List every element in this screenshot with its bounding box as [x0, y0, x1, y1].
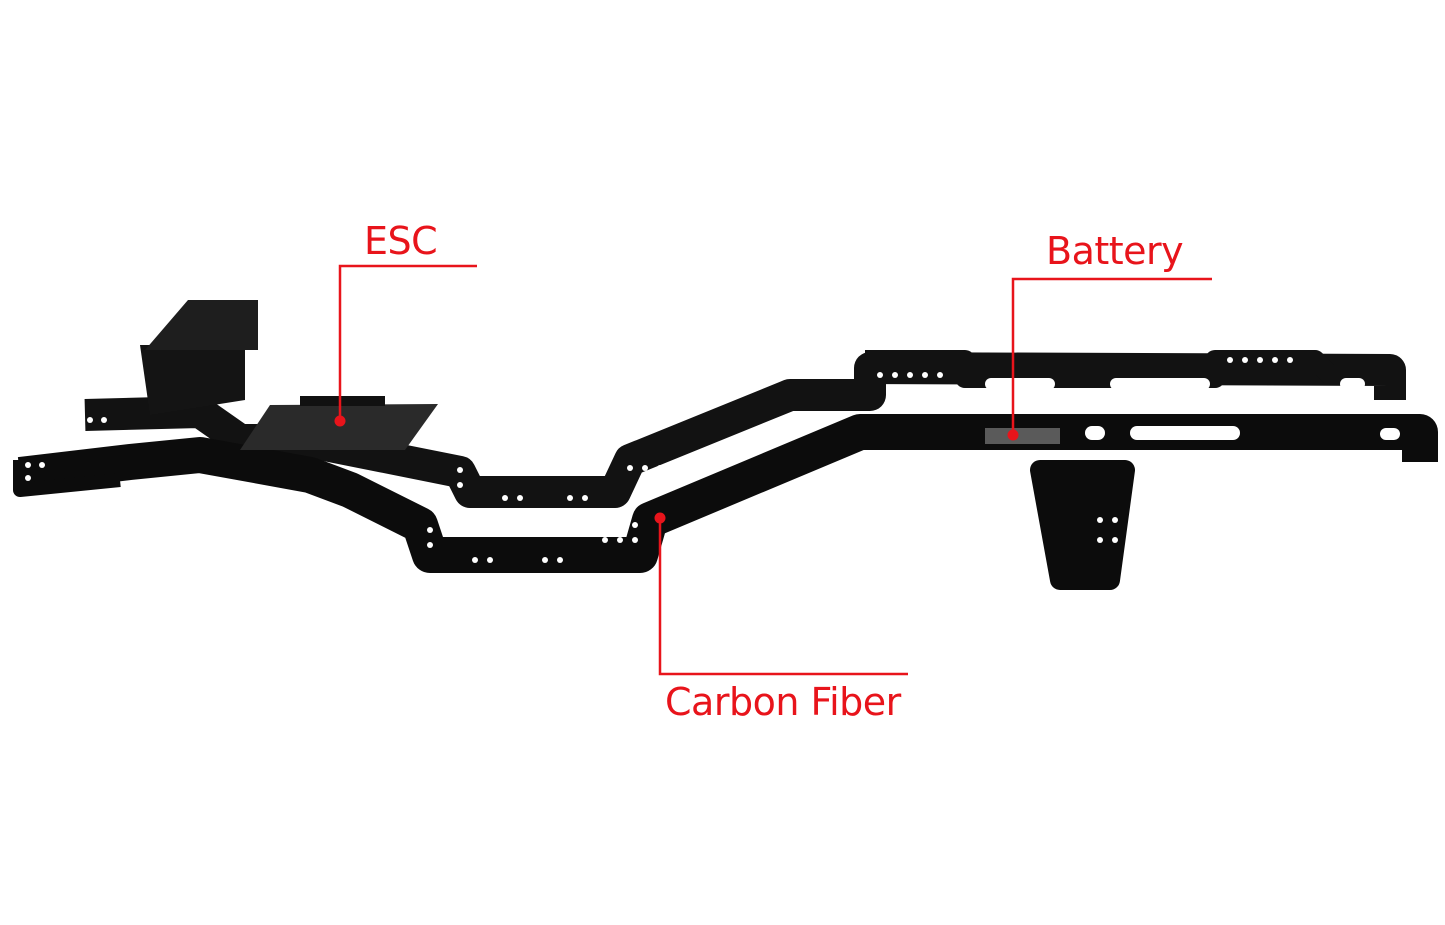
carbon-fiber-label: Carbon Fiber	[665, 680, 901, 724]
carbon-marker-dot	[654, 512, 666, 524]
carbon-leader-line	[658, 518, 908, 676]
esc-tray	[140, 300, 438, 450]
annotation-leaders	[338, 264, 1212, 676]
esc-marker-dot	[334, 415, 346, 427]
upper-frame-rail	[84, 350, 1406, 508]
lower-frame-rail	[13, 414, 1438, 590]
esc-label: ESC	[364, 219, 438, 263]
battery-mount	[985, 428, 1060, 444]
battery-marker-dot	[1007, 429, 1019, 441]
battery-leader-line	[1011, 277, 1212, 435]
esc-leader-line	[338, 264, 477, 421]
battery-label: Battery	[1046, 229, 1184, 273]
frame-holes	[25, 357, 1400, 563]
